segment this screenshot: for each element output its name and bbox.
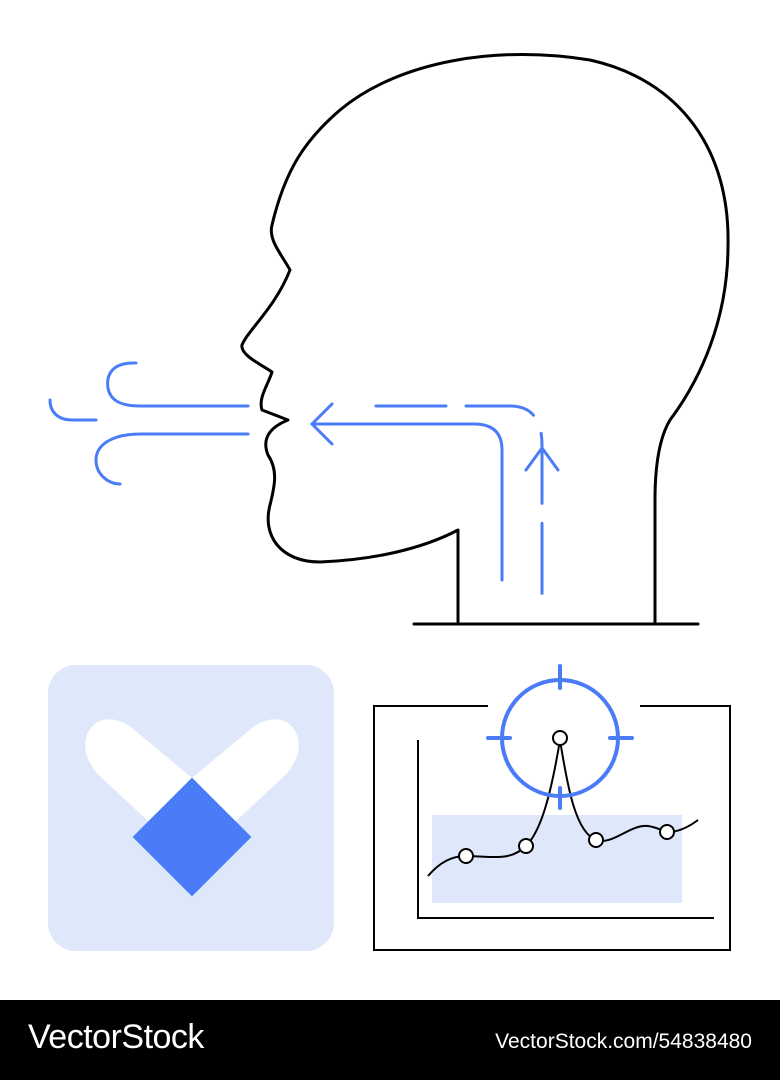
footer-bar: VectorStock VectorStock.com/54838480	[0, 1000, 780, 1080]
head-profile-icon	[240, 52, 730, 626]
exhaled-breath-icon	[48, 361, 250, 486]
vectorstock-logo[interactable]: VectorStock	[28, 1018, 204, 1056]
airflow-arrow-icon	[310, 402, 560, 612]
target-crosshair-icon	[486, 664, 634, 810]
image-reference-link[interactable]: VectorStock.com/54838480	[495, 1030, 752, 1053]
heart-pill-icon	[48, 665, 334, 951]
breathing-illustration	[48, 52, 731, 951]
line-graph-icon	[373, 705, 731, 951]
